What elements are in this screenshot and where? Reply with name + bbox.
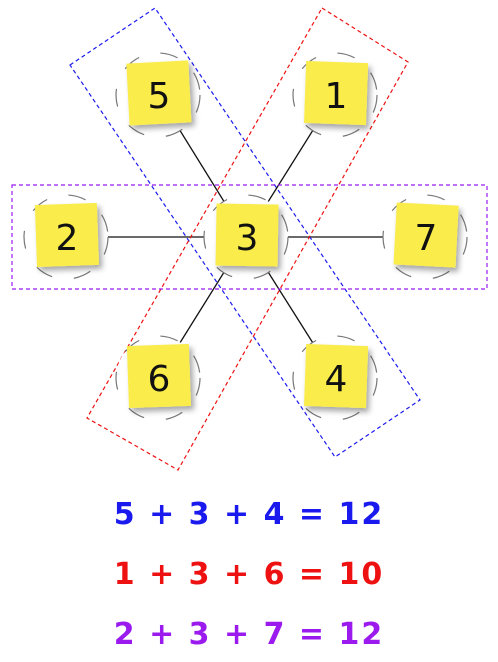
node-number: 2	[56, 218, 79, 259]
node-top-left: 5	[115, 52, 201, 138]
node-number: 5	[148, 76, 171, 117]
sticky-note	[126, 343, 191, 409]
sticky-note	[126, 60, 192, 126]
sticky-note	[304, 343, 369, 409]
red-group-outline	[86, 7, 409, 471]
sticky-note	[34, 202, 99, 268]
node-number: 1	[325, 76, 348, 117]
sticky-note	[393, 202, 459, 268]
blue-equation: 5 + 3 + 4 = 12	[113, 497, 385, 532]
node-center: 3	[203, 194, 289, 280]
node-bottom-left: 6	[115, 335, 201, 421]
node-top-right: 1	[292, 52, 378, 138]
node-bottom-right: 4	[292, 335, 378, 421]
node-layer: 5 1 2 3 7 6 4	[23, 52, 468, 421]
node-number: 7	[415, 218, 438, 259]
purple-group-outline	[11, 184, 488, 290]
blue-group-outline	[69, 7, 421, 458]
node-left: 2	[23, 194, 109, 280]
sticky-note	[215, 203, 279, 267]
node-number: 6	[148, 359, 171, 400]
node-right: 7	[382, 194, 468, 280]
group-outlines	[11, 7, 488, 471]
sticky-note	[304, 60, 369, 126]
node-number: 3	[236, 218, 259, 259]
node-number: 4	[325, 359, 348, 400]
purple-equation: 2 + 3 + 7 = 12	[113, 617, 385, 652]
red-equation: 1 + 3 + 6 = 10	[113, 557, 385, 592]
